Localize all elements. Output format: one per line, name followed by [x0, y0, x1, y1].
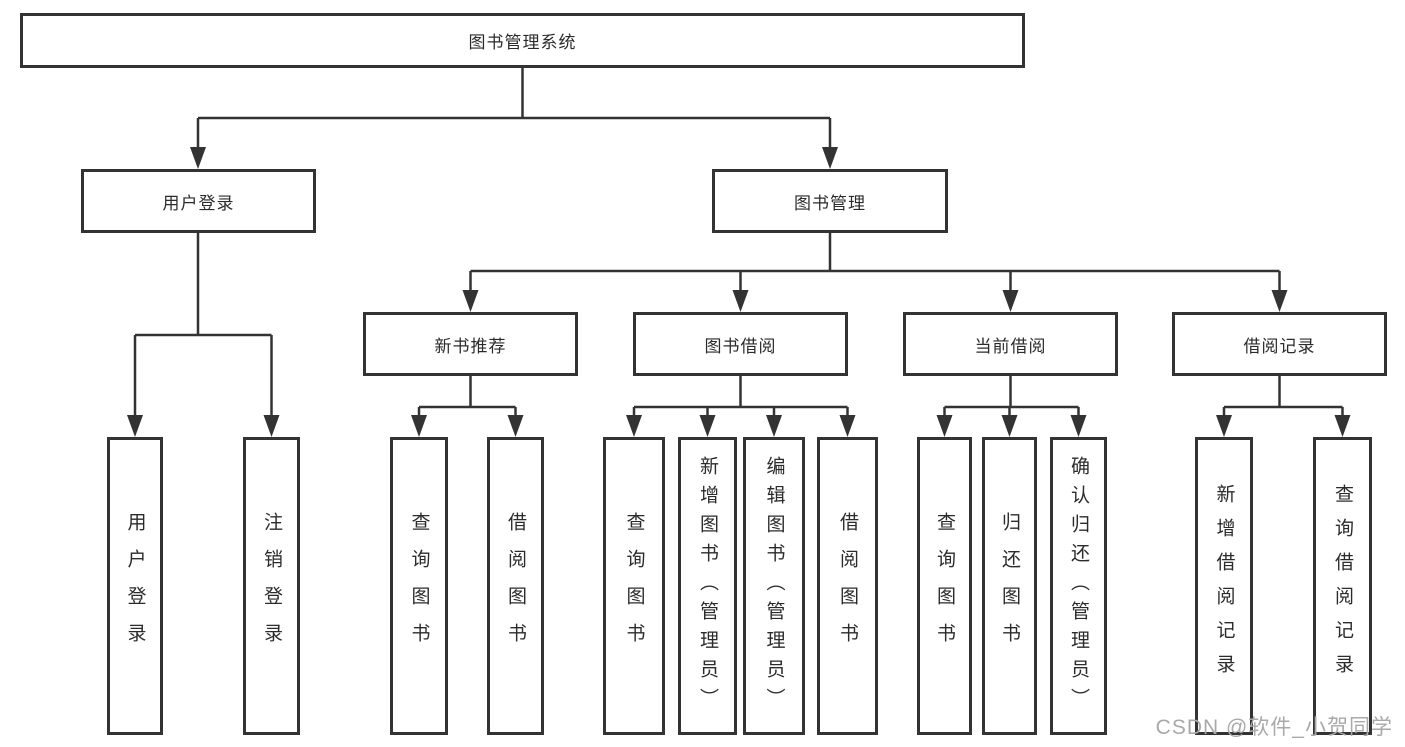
node-user-login-branch: 用户登录 [81, 169, 316, 233]
node-add-borrow-record: 新增借阅记录 [1195, 437, 1253, 735]
node-user-login: 用户登录 [107, 437, 163, 735]
node-new-book-recommend: 新书推荐 [363, 312, 578, 376]
arrow-icon [1216, 415, 1232, 437]
arrow-icon [822, 147, 838, 169]
arrow-icon [699, 415, 716, 437]
node-book-management: 图书管理 [712, 169, 948, 233]
node-label: 当前借阅 [974, 336, 1047, 356]
node-query-books-borrowing: 查询图书 [603, 437, 665, 735]
node-label: 用户登录 [162, 193, 235, 213]
csdn-watermark: CSDN @软件_小贺同学 [1155, 716, 1393, 739]
node-query-borrow-record: 查询借阅记录 [1313, 437, 1372, 735]
node-label: 借阅记录 [1243, 336, 1316, 356]
node-label: 图书管理 [794, 193, 866, 213]
node-query-books-recommend: 查询图书 [390, 437, 448, 735]
arrow-icon [626, 415, 642, 437]
node-label: 确认归还（管理员） [1068, 455, 1089, 717]
node-confirm-return-admin: 确认归还（管理员） [1050, 437, 1107, 735]
connector-bookmgmt-children [469, 233, 1281, 295]
node-library-management-system: 图书管理系统 [20, 13, 1025, 68]
connector-userlogin-children [133, 233, 273, 420]
arrow-icon [732, 290, 749, 312]
node-label: 借阅图书 [837, 512, 858, 660]
node-label: 查询图书 [408, 512, 430, 660]
arrow-icon [1001, 415, 1018, 437]
node-label: 新书推荐 [434, 336, 507, 356]
node-label: 新增借阅记录 [1213, 484, 1235, 688]
node-query-books-current: 查询图书 [917, 437, 972, 735]
arrow-icon [1002, 290, 1019, 312]
node-label: 归还图书 [999, 512, 1020, 660]
node-label: 图书管理系统 [468, 33, 577, 52]
arrow-icon [127, 415, 143, 437]
node-label: 借阅图书 [505, 512, 526, 660]
node-edit-books-admin: 编辑图书（管理员） [743, 437, 805, 735]
node-return-books: 归还图书 [982, 437, 1037, 735]
node-label: 查询借阅记录 [1332, 484, 1353, 688]
arrow-icon [190, 147, 206, 169]
node-label: 编辑图书（管理员） [763, 455, 785, 717]
node-label: 用户登录 [124, 512, 146, 660]
arrow-icon [462, 290, 479, 312]
node-label: 新增图书（管理员） [697, 455, 718, 717]
node-label: 查询图书 [623, 512, 645, 660]
node-borrowing-records: 借阅记录 [1172, 312, 1387, 376]
arrow-icon [1334, 415, 1351, 437]
node-logout: 注销登录 [243, 437, 300, 735]
arrow-icon [766, 415, 782, 437]
connector-bookborrow-children [632, 376, 849, 422]
connector-newbookrec-children [417, 376, 517, 422]
node-borrow-books: 借阅图书 [817, 437, 878, 735]
node-book-borrowing: 图书借阅 [633, 312, 848, 376]
node-label: 图书借阅 [704, 336, 777, 356]
node-current-borrowing: 当前借阅 [903, 312, 1118, 376]
connector-currentborrow-children [943, 376, 1080, 422]
arrow-icon [507, 415, 524, 437]
arrow-icon [411, 415, 427, 437]
connector-root-to-level2 [196, 68, 832, 152]
arrow-icon [1070, 415, 1087, 437]
node-borrow-books-recommend: 借阅图书 [487, 437, 544, 735]
arrow-icon [1271, 290, 1288, 312]
arrow-icon [263, 415, 280, 437]
node-label: 注销登录 [261, 512, 282, 660]
connector-borrowrecord-children [1222, 376, 1344, 422]
arrow-icon [839, 415, 856, 437]
arrow-icon [936, 415, 953, 437]
node-label: 查询图书 [934, 512, 955, 660]
node-add-books-admin: 新增图书（管理员） [678, 437, 737, 735]
